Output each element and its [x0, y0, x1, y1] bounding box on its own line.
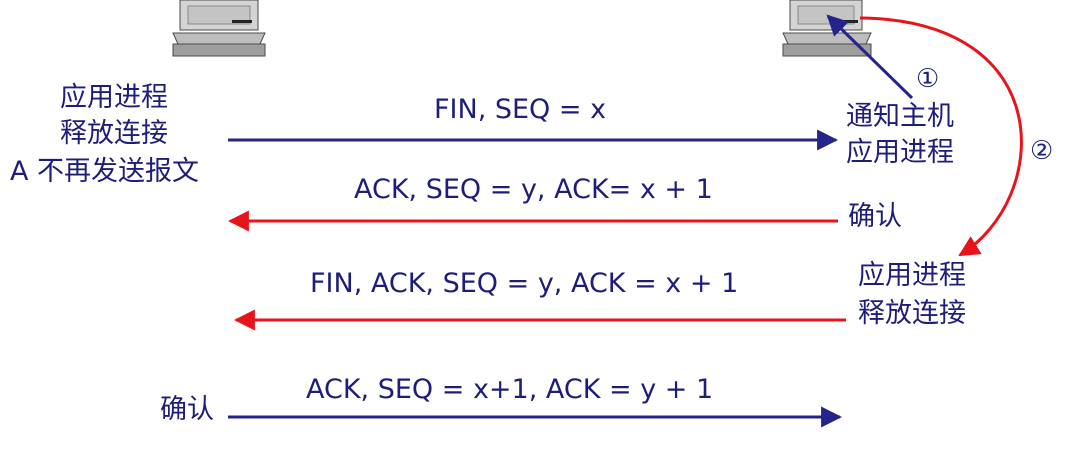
right-step-1: ① — [916, 64, 940, 94]
left-app-release-line2: 释放连接 — [60, 118, 168, 149]
right-step-2: ② — [1030, 136, 1054, 166]
right-notify-line2: 应用进程 — [846, 137, 954, 168]
right-notify-line1: 通知主机 — [846, 101, 954, 132]
message-label-ack: ACK, SEQ = y, ACK= x + 1 — [354, 174, 713, 205]
notify-app-arrow — [826, 14, 914, 100]
left-app-release-line1: 应用进程 — [60, 82, 168, 113]
right-release-line1: 应用进程 — [858, 260, 966, 291]
message-label-final-ack: ACK, SEQ = x+1, ACK = y + 1 — [306, 374, 714, 405]
computer-b-icon — [782, 0, 872, 57]
left-confirm: 确认 — [160, 394, 214, 425]
computer-a-icon — [172, 0, 266, 57]
message-label-fin-ack: FIN, ACK, SEQ = y, ACK = x + 1 — [310, 268, 739, 299]
right-release-line2: 释放连接 — [858, 298, 966, 329]
release-connection-curve-arrow — [859, 16, 1023, 257]
left-a-stops-sending: A 不再发送报文 — [10, 156, 200, 187]
message-label-fin: FIN, SEQ = x — [434, 94, 607, 125]
right-confirm: 确认 — [848, 201, 902, 232]
